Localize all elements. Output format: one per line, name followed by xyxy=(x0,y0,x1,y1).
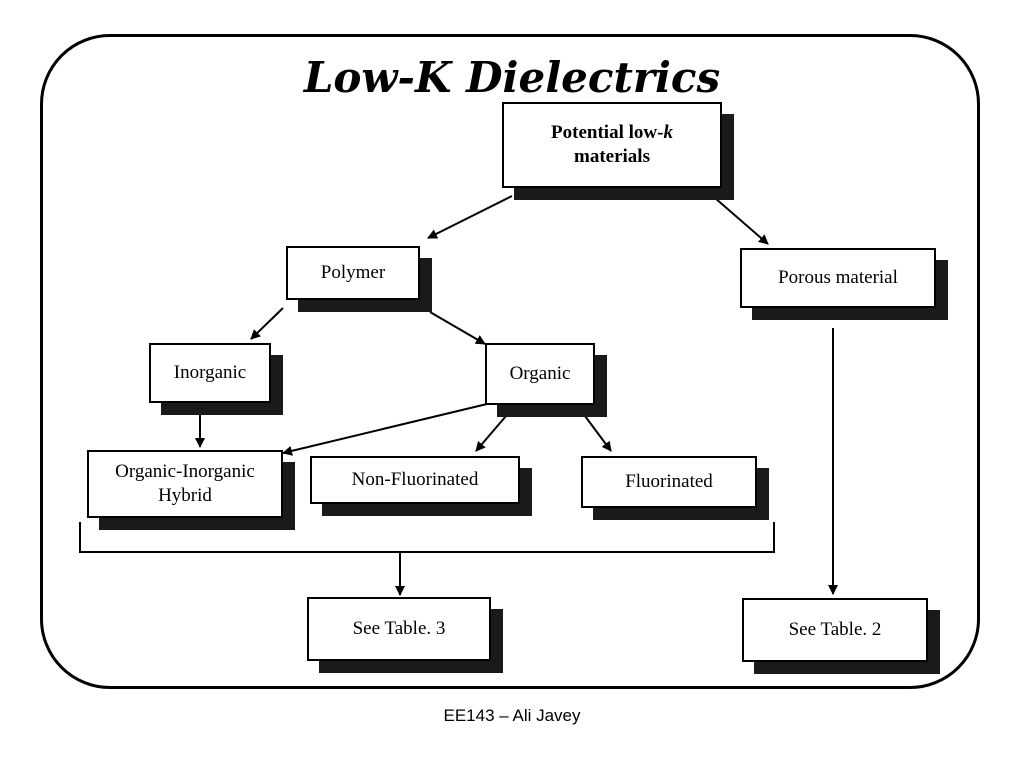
node-hybrid-line2: Hybrid xyxy=(158,485,212,506)
node-porous-label: Porous material xyxy=(778,267,898,288)
node-porous-material: Porous material xyxy=(740,248,936,308)
node-see-table-2: See Table. 2 xyxy=(742,598,928,662)
node-root-k: k xyxy=(663,122,673,143)
node-inorganic-label: Inorganic xyxy=(173,362,247,383)
node-fluorinated: Fluorinated xyxy=(581,456,757,508)
arrow-organic-to-fluorinated xyxy=(584,415,612,452)
node-organic-label: Organic xyxy=(509,363,571,384)
arrow-root-to-porous xyxy=(714,197,769,245)
node-hybrid-line1: Organic-Inorganic xyxy=(115,461,255,482)
node-polymer: Polymer xyxy=(286,246,420,300)
node-see-table-2-label: See Table. 2 xyxy=(788,619,882,640)
node-organic-inorganic-hybrid: Organic-Inorganic Hybrid xyxy=(87,450,283,518)
node-non-fluorinated: Non-Fluorinated xyxy=(310,456,520,504)
arrow-organic-to-hybrid xyxy=(282,403,488,456)
node-potential-low-k: Potential low-k materials xyxy=(502,102,722,188)
node-see-table-3: See Table. 3 xyxy=(307,597,491,661)
node-root-line2: materials xyxy=(574,146,650,167)
node-potential-low-k-label: Potential low-k materials xyxy=(551,121,673,169)
node-root-prefix: Potential low- xyxy=(551,122,664,143)
group-bracket xyxy=(79,522,775,553)
node-see-table-3-label: See Table. 3 xyxy=(352,618,446,639)
node-fluorinated-label: Fluorinated xyxy=(625,471,713,492)
arrow-organic-to-nonfluorinated xyxy=(475,415,507,452)
arrow-polymer-to-inorganic xyxy=(250,307,284,340)
node-inorganic: Inorganic xyxy=(149,343,271,403)
node-organic: Organic xyxy=(485,343,595,405)
slide-footer: EE143 – Ali Javey xyxy=(443,706,581,725)
arrow-root-to-polymer xyxy=(427,195,513,239)
slide-title: Low-K Dielectrics xyxy=(303,53,721,102)
arrow-polymer-to-organic xyxy=(429,311,486,345)
node-non-fluorinated-label: Non-Fluorinated xyxy=(351,469,479,490)
node-polymer-label: Polymer xyxy=(320,262,386,283)
node-hybrid-label: Organic-Inorganic Hybrid xyxy=(115,460,255,508)
